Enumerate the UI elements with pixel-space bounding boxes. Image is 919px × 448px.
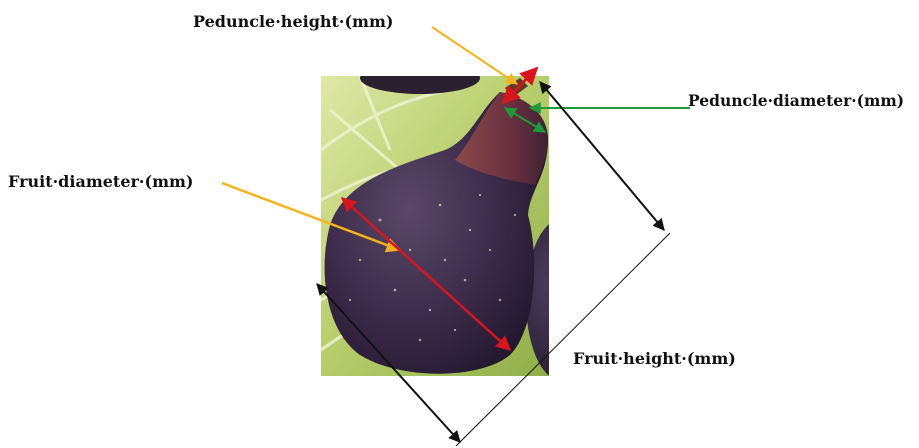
fruit-height-label: Fruit·height·(mm) bbox=[573, 349, 736, 368]
peduncle-height-label: Peduncle·height·(mm) bbox=[193, 12, 393, 31]
fruit-diameter-label: Fruit·diameter·(mm) bbox=[8, 172, 194, 191]
peduncle-diameter-label: Peduncle·diameter·(mm) bbox=[688, 91, 904, 110]
peduncle-height-pointer bbox=[432, 27, 517, 84]
